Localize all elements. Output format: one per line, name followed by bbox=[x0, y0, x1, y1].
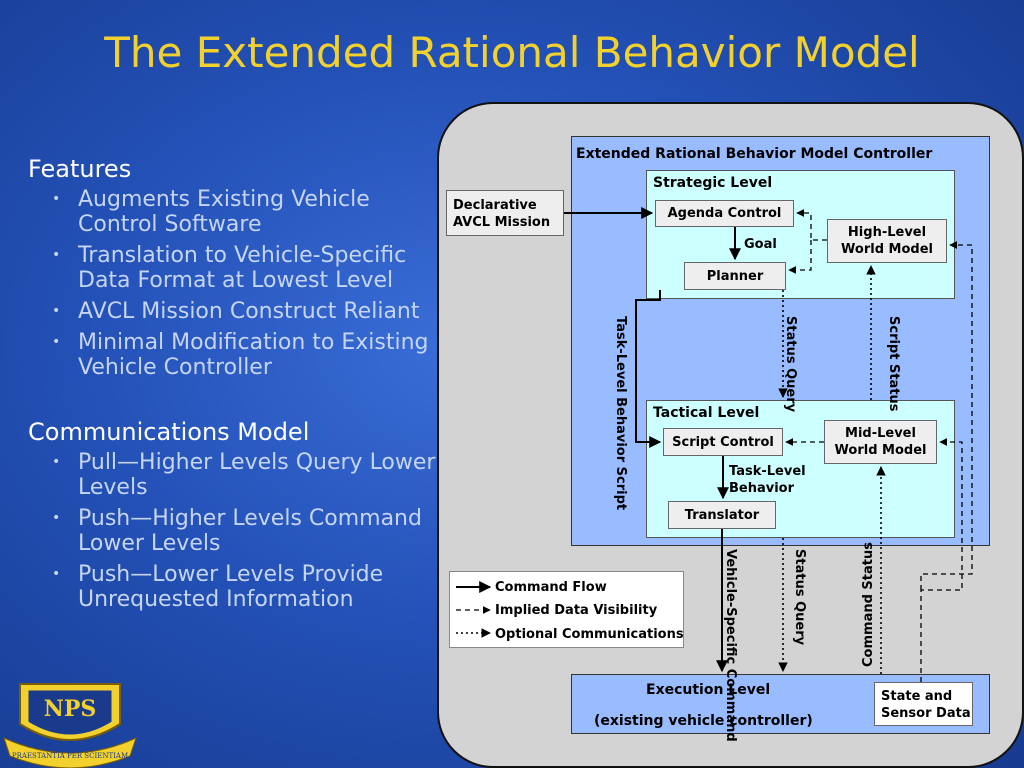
legend-implied: Implied Data Visibility bbox=[495, 603, 658, 618]
comms-heading: Communications Model bbox=[28, 418, 310, 446]
legend-command-flow: Command Flow bbox=[495, 580, 607, 595]
list-item: Translation to Vehicle-Specific Data For… bbox=[52, 243, 438, 293]
translator-box: Translator bbox=[668, 501, 776, 529]
goal-label: Goal bbox=[744, 237, 777, 252]
strategic-level-title: Strategic Level bbox=[653, 175, 773, 191]
comms-list: Pull—Higher Levels Query Lower Levels Pu… bbox=[28, 450, 438, 612]
logo-motto: PRAESTANTIA PER SCIENTIAM bbox=[12, 752, 128, 760]
tactical-level-title: Tactical Level bbox=[653, 405, 760, 421]
features-heading: Features bbox=[28, 155, 132, 183]
list-item: Pull—Higher Levels Query Lower Levels bbox=[52, 450, 438, 500]
arrow-state-to-mid bbox=[920, 438, 963, 682]
mission-label: Declarative AVCL Mission bbox=[453, 198, 551, 230]
list-item: Push—Lower Levels Provide Unrequested In… bbox=[52, 562, 438, 612]
features-section: Features Augments Existing Vehicle Contr… bbox=[28, 155, 438, 618]
list-item: Minimal Modification to Existing Vehicle… bbox=[52, 330, 438, 380]
arrow-world-planner bbox=[788, 240, 812, 274]
mission-box bbox=[446, 190, 564, 236]
list-item: Push—Higher Levels Command Lower Levels bbox=[52, 506, 438, 556]
script-control-box: Script Control bbox=[663, 428, 783, 456]
high-level-world-model-box: High-Level World Model bbox=[827, 219, 947, 263]
list-item: AVCL Mission Construct Reliant bbox=[52, 299, 438, 324]
features-list: Augments Existing Vehicle Control Softwa… bbox=[28, 187, 438, 380]
execution-level-subtitle: (existing vehicle controller) bbox=[594, 713, 813, 729]
status-query-label-lower: Status Query bbox=[792, 549, 807, 646]
arrow-behavior-script bbox=[635, 290, 662, 448]
mid-level-world-model-box: Mid-Level World Model bbox=[824, 420, 937, 464]
nps-logo: NPS PRAESTANTIA PER SCIENTIAM bbox=[3, 683, 137, 768]
task-level-behavior-label: Task-Level Behavior bbox=[729, 464, 806, 496]
logo-text: NPS bbox=[44, 696, 97, 722]
arrow-world-agenda bbox=[796, 209, 827, 241]
arrow-state-to-high bbox=[920, 241, 973, 590]
legend-optional: Optional Communications bbox=[495, 627, 684, 642]
list-item: Augments Existing Vehicle Control Softwa… bbox=[52, 187, 438, 237]
slide-title: The Extended Rational Behavior Model bbox=[104, 28, 920, 77]
planner-box: Planner bbox=[684, 262, 786, 290]
controller-title: Extended Rational Behavior Model Control… bbox=[576, 146, 933, 162]
execution-level-title: Execution Level bbox=[646, 682, 771, 698]
agenda-control-box: Agenda Control bbox=[655, 200, 794, 227]
state-sensor-box bbox=[874, 682, 973, 726]
state-sensor-label: State and Sensor Data bbox=[881, 689, 971, 721]
